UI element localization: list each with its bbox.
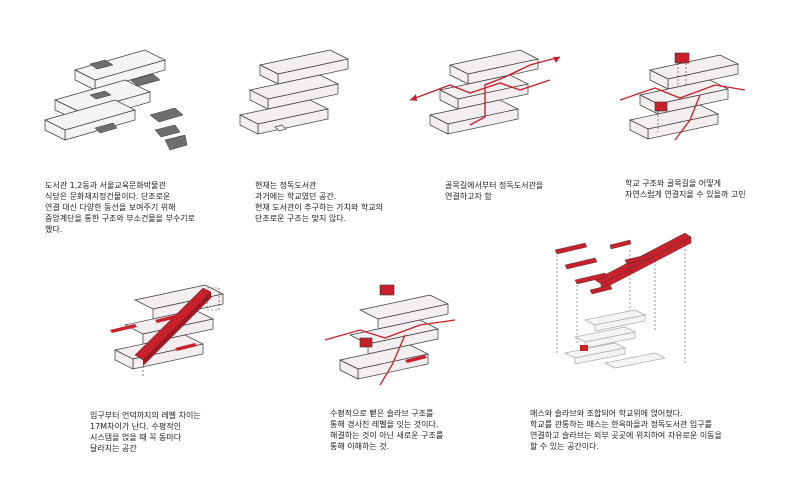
panel-caption: 도서관 1,2동과 서울교육문화박물관 식당은 문화재지정건물이다. 단조로운 …: [45, 181, 196, 234]
existing-buildings-axonometric: [44, 49, 188, 151]
diagram-panel-2: 현재는 정독도서관 과거에는 학교였던 공간. 현재 도서관이 추구하는 가치와…: [230, 45, 383, 223]
school-blocks-axonometric: [238, 49, 350, 135]
panel-caption: 입구부터 언덕까지의 레벨 차이는 17M차이가 난다. 수평적인 시스템을 얹…: [90, 411, 201, 453]
exploded-mass-slab-axonometric: [554, 232, 692, 369]
diagram-panel-5: 입구부터 언덕까지의 레벨 차이는 17M차이가 난다. 수평적인 시스템을 얹…: [90, 280, 255, 480]
panel-caption: 골목길에서부터 정독도서관을 연결하고자 함: [445, 181, 544, 201]
alley-connection-axonometric: [409, 49, 561, 135]
diagram-panel-1: 도서관 1,2동과 서울교육문화박물관 식당은 문화재지정건물이다. 단조로운 …: [35, 40, 210, 234]
slab-structure-axonometric: [324, 284, 456, 386]
panel-caption: 수평적으로 뻗은 슬라브 구조를 통해 경사진 레벨을 잇는 것이다. 해결하는…: [330, 409, 444, 451]
panel-caption: 매스와 슬라브와 조합되어 학교위에 얹어졌다. 학교를 관통하는 매스는 한옥…: [530, 409, 722, 451]
panel-caption: 현재는 정독도서관 과거에는 학교였던 공간. 현재 도서관이 추구하는 가치와…: [255, 181, 383, 223]
diagram-panel-6: 수평적으로 뻗은 슬라브 구조를 통해 경사진 레벨을 잇는 것이다. 해결하는…: [320, 280, 480, 480]
diagram-panel-4: 학교 구조와 골목길을 어떻게 자연스럽게 연결지을 수 있을까 고민: [619, 40, 780, 199]
school-alley-axonometric: [619, 52, 746, 141]
diagram-panel-7: 매스와 슬라브와 조합되어 학교위에 얹어졌다. 학교를 관통하는 매스는 한옥…: [530, 225, 722, 485]
diagram-panel-3: 골목길에서부터 정독도서관을 연결하고자 함: [409, 45, 570, 201]
panel-caption: 학교 구조와 골목길을 어떻게 자연스럽게 연결지을 수 있을까 고민: [625, 179, 746, 199]
level-difference-axonometric: [110, 284, 225, 378]
